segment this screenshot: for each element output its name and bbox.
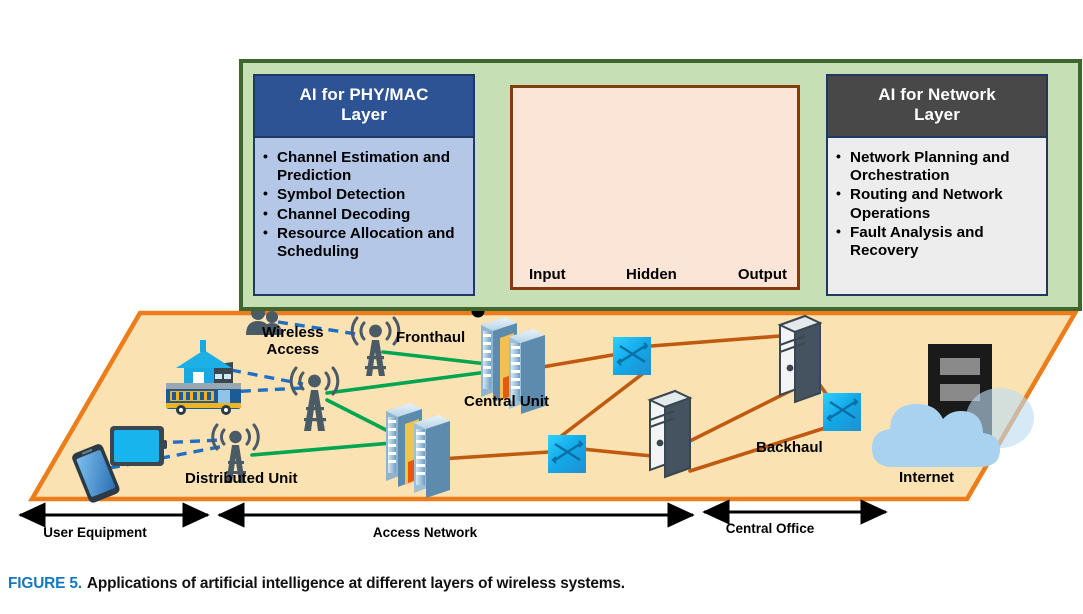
network-switch-icon-1	[613, 337, 651, 375]
server-rack-icon-central	[481, 317, 545, 414]
label-fronthaul: Fronthaul	[396, 329, 466, 346]
scale-label-user-equipment: User Equipment	[43, 525, 147, 540]
list-item: Symbol Detection	[263, 185, 465, 204]
label-central-unit: Central Unit	[464, 393, 550, 410]
card-ai-phy-mac: AI for PHY/MAC Layer Channel Estimation …	[253, 74, 475, 296]
tower-server-icon-2	[647, 389, 693, 479]
phy-mac-bullet-list: Channel Estimation and Prediction Symbol…	[255, 148, 469, 261]
card-phy-mac-title: AI for PHY/MAC Layer	[253, 74, 475, 138]
backhaul-links	[438, 333, 842, 473]
list-item: Routing and Network Operations	[836, 185, 1038, 222]
nn-label-output: Output	[737, 266, 787, 283]
list-item: Fault Analysis and Recovery	[836, 223, 1038, 260]
list-item: Resource Allocation and Scheduling	[263, 224, 465, 261]
bus-icon	[166, 383, 241, 415]
house-icon	[176, 340, 233, 385]
smartphone-icon	[72, 444, 120, 503]
label-internet: Internet	[899, 469, 955, 486]
scale-label-access-network: Access Network	[372, 525, 478, 540]
label-distributed-unit: Distributed Unit	[185, 470, 298, 487]
label-backhaul: Backhaul	[756, 439, 823, 456]
cell-tower-icon-3	[211, 423, 260, 483]
cell-tower-icon-1	[350, 316, 401, 376]
neural-network-box: Input Hidden Output	[510, 85, 800, 290]
nn-label-hidden: Hidden	[626, 266, 677, 283]
list-item: Network Planning and Orchestration	[836, 148, 1038, 185]
card-ai-network: AI for Network Layer Network Planning an…	[826, 74, 1048, 296]
tablet-icon	[110, 426, 167, 466]
network-bullet-list: Network Planning and Orchestration Routi…	[828, 148, 1042, 260]
nn-label-input: Input	[529, 266, 566, 283]
label-wireless-access: Wireless Access	[262, 324, 324, 358]
cell-tower-icon-2	[289, 366, 340, 431]
list-item: Channel Decoding	[263, 205, 465, 224]
scale-bars	[18, 499, 888, 528]
server-rack-icon-distributed	[386, 403, 450, 498]
card-network-title: AI for Network Layer	[826, 74, 1048, 138]
figure-number: FIGURE 5.	[8, 575, 82, 592]
tower-server-icon-1	[777, 314, 823, 404]
card-network-body: Network Planning and Orchestration Routi…	[826, 138, 1048, 296]
figure-caption-text: Applications of artificial intelligence …	[86, 575, 625, 592]
network-switch-icon-2	[548, 435, 586, 473]
list-item: Channel Estimation and Prediction	[263, 148, 465, 185]
network-switch-icon-3	[823, 393, 861, 431]
figure-caption: FIGURE 5.Applications of artificial inte…	[8, 575, 1068, 593]
scale-label-central-office: Central Office	[725, 521, 815, 536]
fronthaul-links	[250, 350, 489, 457]
card-phy-mac-body: Channel Estimation and Prediction Symbol…	[253, 138, 475, 296]
cloud-icon	[872, 388, 1034, 467]
